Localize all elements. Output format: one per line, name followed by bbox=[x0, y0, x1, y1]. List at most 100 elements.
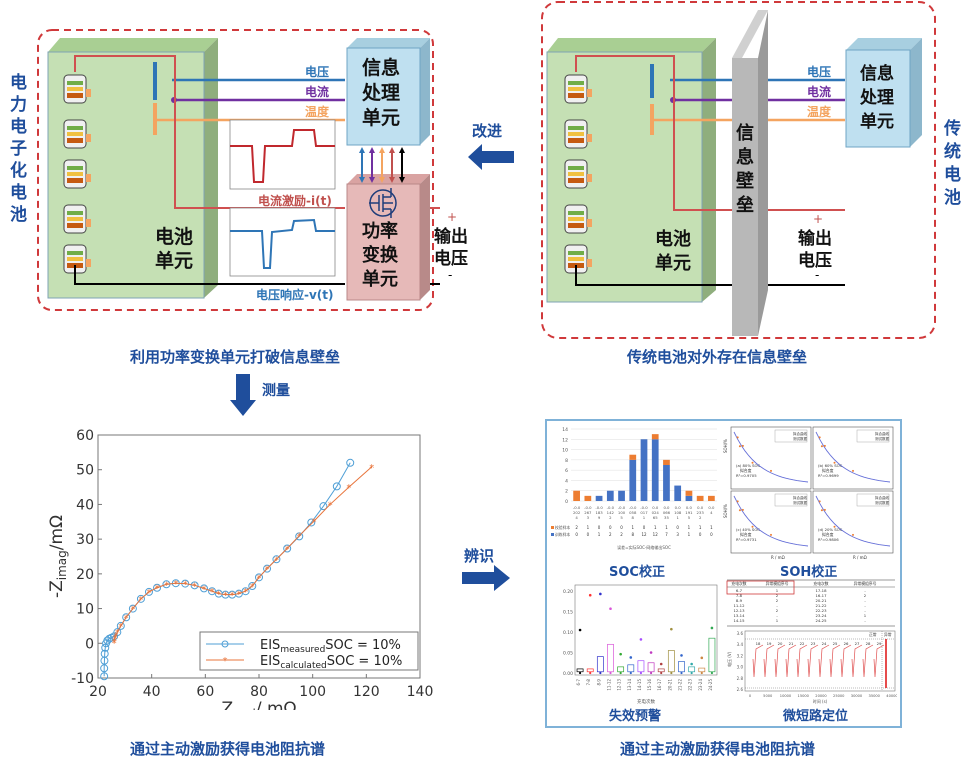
subplot-label: (d) 20% SOC bbox=[818, 527, 843, 532]
plot-area bbox=[574, 584, 718, 676]
measured-point bbox=[136, 594, 145, 603]
x-tick-label: 13-14 bbox=[627, 679, 632, 691]
measured-point bbox=[100, 649, 109, 658]
calculated-point: * bbox=[183, 580, 188, 591]
measured-point bbox=[100, 664, 109, 673]
legend-swatch bbox=[551, 533, 554, 536]
bar-校验样本 bbox=[685, 490, 693, 496]
table-cell: 22-23 bbox=[815, 608, 827, 613]
test-point bbox=[823, 444, 826, 447]
subplot-r2: R²=0.9731 bbox=[736, 537, 757, 542]
y-tick-label: 3.2 bbox=[737, 653, 744, 658]
x-tick-label: 100 bbox=[299, 684, 326, 700]
legend-fit: 拟合曲线 bbox=[875, 431, 889, 436]
barrier-label: 信息壁垒 bbox=[736, 123, 754, 216]
test-point bbox=[820, 509, 823, 512]
bar-校验样本 bbox=[651, 434, 659, 440]
table-value: 0 bbox=[598, 525, 601, 530]
bar-训练样本 bbox=[663, 465, 670, 501]
y-axis-label: -Zimag/mΩ bbox=[47, 515, 69, 598]
table-cell: 8-9 bbox=[736, 598, 743, 603]
left-diagram-svg bbox=[37, 29, 440, 311]
table-value: 7 bbox=[665, 532, 668, 537]
calculated-point: * bbox=[201, 584, 206, 595]
cycle-label: 23 bbox=[811, 641, 816, 646]
legend-swatch bbox=[551, 526, 554, 529]
y-tick-label: 30 bbox=[76, 532, 94, 548]
down-arrow-icon bbox=[230, 374, 256, 416]
current-signal-label: 电流 bbox=[305, 85, 330, 99]
identify-label: 辨识 bbox=[464, 547, 495, 565]
battery-cell-icon bbox=[63, 159, 91, 189]
outlier bbox=[609, 607, 612, 611]
test-point bbox=[820, 445, 823, 448]
test-point bbox=[751, 525, 754, 528]
table-value: 1 bbox=[587, 525, 590, 530]
cycle-label: 26 bbox=[844, 641, 849, 646]
cycle-label: 28 bbox=[866, 641, 871, 646]
battery-box-top bbox=[48, 38, 218, 52]
table-value: 2 bbox=[609, 532, 612, 537]
x-tick-label: 0.0 bbox=[686, 505, 693, 510]
table-cell: 11-12 bbox=[733, 603, 745, 608]
failure-title: 失效预警 bbox=[609, 709, 662, 724]
results-caption: 通过主动激励获得电池阻抗谱 bbox=[620, 740, 816, 758]
x-tick-label: -0.0 bbox=[573, 505, 581, 510]
voltage-trace bbox=[752, 644, 885, 678]
table-cell: 17-18 bbox=[815, 588, 827, 593]
table-value: 8 bbox=[631, 532, 634, 537]
outlier bbox=[649, 651, 653, 654]
x-tick-label: 5 bbox=[620, 515, 623, 520]
table-value: 0 bbox=[699, 532, 702, 537]
battery-cells bbox=[63, 74, 91, 274]
table-cell: 2 bbox=[776, 598, 779, 603]
subplot-fit: 拟合度 bbox=[822, 468, 834, 473]
calculated-point: * bbox=[164, 580, 169, 591]
table-value: 1 bbox=[631, 525, 634, 530]
measured-point bbox=[283, 544, 292, 553]
cycle-label: 24 bbox=[822, 641, 827, 646]
x-tick-label: 202 bbox=[573, 510, 581, 515]
test-point bbox=[770, 533, 772, 536]
x-axis-label: R / mΩ bbox=[771, 555, 785, 560]
x-axis-label: 误差=实际SOC-网络输出SOC bbox=[617, 544, 671, 550]
table-cell: 2 bbox=[776, 608, 779, 613]
table-cell: 24-25 bbox=[815, 618, 827, 623]
y-tick-label: 4 bbox=[565, 478, 568, 484]
subplot-fit: 拟合度 bbox=[822, 532, 834, 537]
measured-point bbox=[103, 636, 112, 645]
subplot-legend bbox=[774, 429, 808, 443]
x-tick-label: 1 bbox=[643, 515, 646, 520]
table-cell: 6-7 bbox=[736, 588, 743, 593]
legend-marker bbox=[221, 640, 229, 648]
cycle-label: 29 bbox=[877, 641, 882, 646]
calculated-point: * bbox=[346, 483, 351, 494]
subplot-legend bbox=[856, 429, 890, 443]
subplot-r2: R²=0.9705 bbox=[736, 473, 757, 478]
measured-point bbox=[234, 589, 243, 598]
fit-curve bbox=[733, 431, 809, 483]
legend-label: 校验样本 bbox=[555, 525, 570, 530]
measured-point bbox=[113, 628, 122, 637]
measured-point bbox=[255, 573, 263, 582]
x-tick-label: 12-13 bbox=[617, 679, 622, 691]
min-point bbox=[700, 671, 703, 675]
table-cell: - bbox=[864, 588, 866, 593]
x-tick-label: 40000 bbox=[886, 694, 897, 698]
outlier bbox=[639, 638, 643, 641]
table-value: 0 bbox=[643, 525, 646, 530]
table-header: 充电次数 bbox=[731, 581, 746, 586]
table-value: 1 bbox=[699, 525, 702, 530]
bar-训练样本 bbox=[595, 495, 603, 501]
calculated-point: * bbox=[312, 517, 317, 528]
voltage-plot-caption: 电压响应-v(t) bbox=[256, 288, 334, 302]
outlier bbox=[599, 592, 602, 596]
temperature-signal-label: 温度 bbox=[807, 105, 832, 119]
calculated-point: * bbox=[124, 613, 129, 624]
fit-curve bbox=[733, 495, 809, 547]
bar-训练样本 bbox=[651, 439, 659, 501]
test-point bbox=[736, 500, 739, 503]
